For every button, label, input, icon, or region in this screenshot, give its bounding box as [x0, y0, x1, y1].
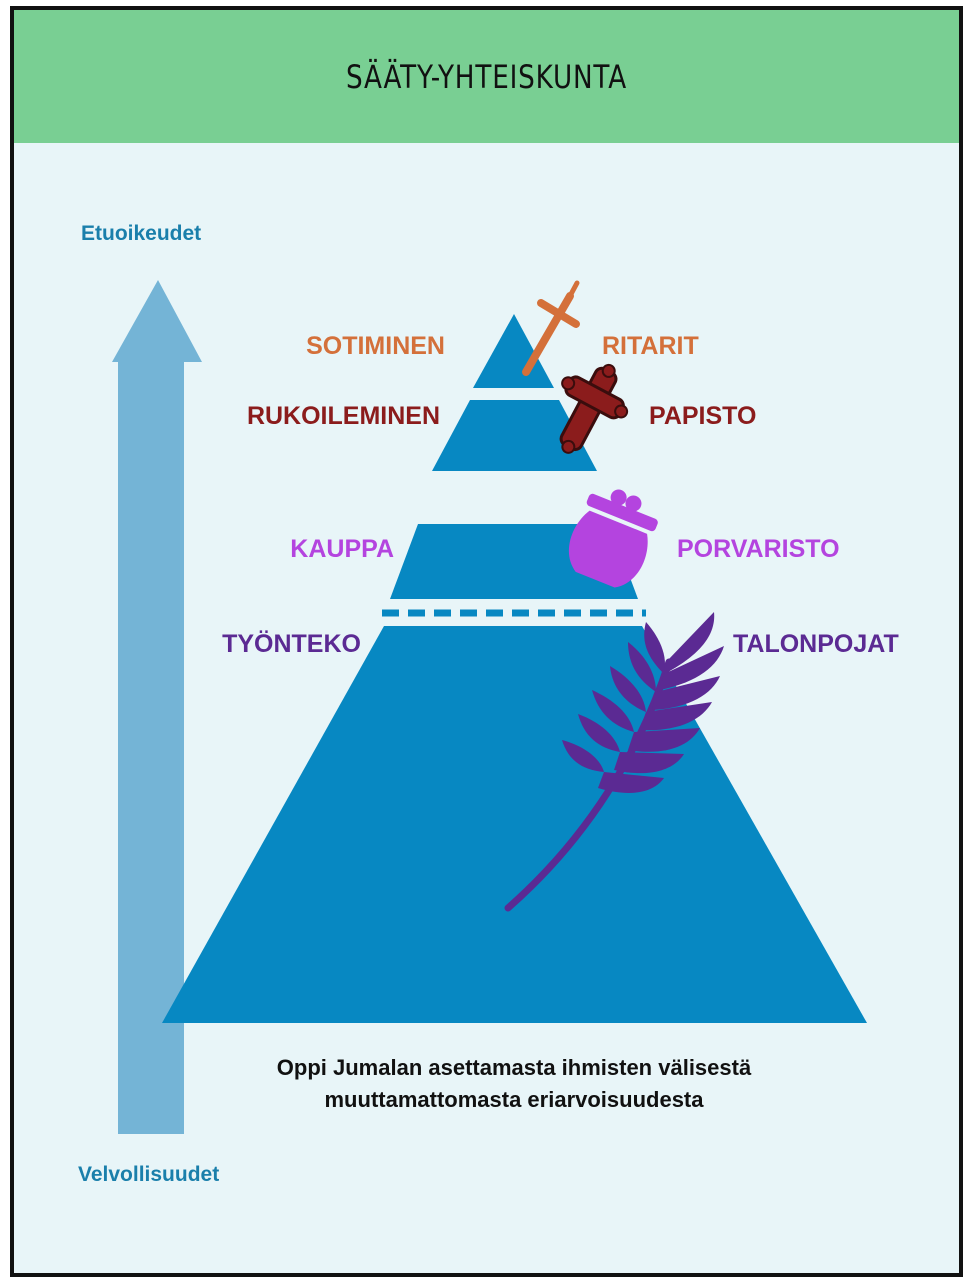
pyramid-tier-talonpojat	[162, 626, 867, 1023]
page-title: SÄÄTY-YHTEISKUNTA	[345, 58, 628, 96]
estate-label-talonpojat: TALONPOJAT	[733, 630, 899, 658]
wheat-icon	[504, 612, 724, 912]
caption-line-1: Oppi Jumalan asettamasta ihmisten välise…	[276, 1055, 752, 1080]
axis-label-duties: Velvollisuudet	[78, 1163, 220, 1186]
privileges-arrow	[112, 280, 202, 1134]
purse-icon	[568, 489, 658, 588]
pyramid-caption: Oppi Jumalan asettamasta ihmisten välise…	[214, 1052, 814, 1116]
axis-label-privileges: Etuoikeudet	[81, 222, 202, 245]
task-label-sotiminen: SOTIMINEN	[306, 332, 445, 360]
cross-icon	[559, 363, 629, 454]
pyramid-tier-papisto	[432, 400, 597, 471]
estate-pyramid-diagram	[112, 280, 867, 1134]
estate-label-papisto: PAPISTO	[649, 402, 757, 430]
pyramid-tier-ritarit	[473, 314, 554, 388]
task-label-tyonteko: TYÖNTEKO	[222, 630, 361, 658]
caption-line-2: muuttamattomasta eriarvoisuudesta	[324, 1087, 704, 1112]
task-label-rukoileminen: RUKOILEMINEN	[246, 402, 440, 430]
title-bar: SÄÄTY-YHTEISKUNTA	[14, 10, 959, 143]
sword-icon	[522, 280, 580, 376]
task-label-kauppa: KAUPPA	[290, 535, 394, 563]
estate-label-ritarit: RITARIT	[602, 332, 699, 360]
estate-label-porvaristo: PORVARISTO	[677, 535, 840, 563]
infographic-frame: SÄÄTY-YHTEISKUNTA	[10, 6, 963, 1277]
